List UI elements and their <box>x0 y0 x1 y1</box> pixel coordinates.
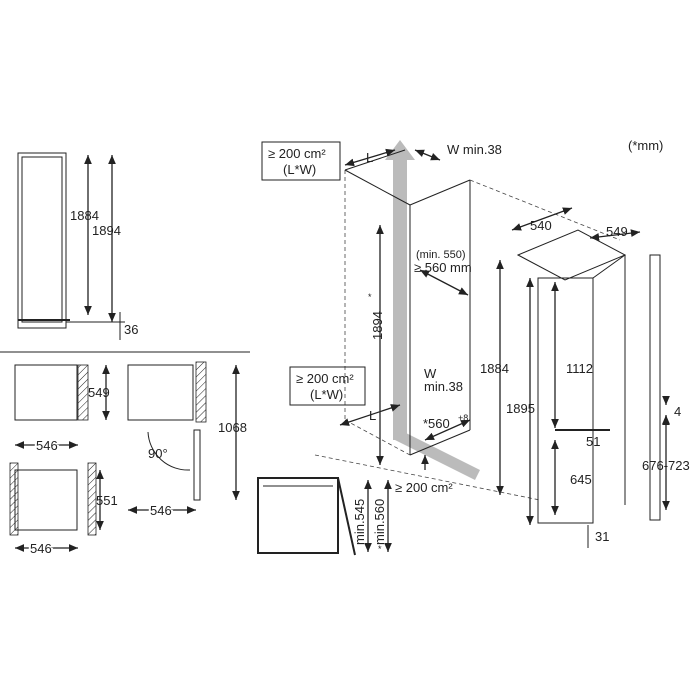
side-view: 1884 1894 36 <box>17 152 138 340</box>
appliance-height: 1884 <box>480 361 509 376</box>
niche-width-tol: +8 <box>458 413 468 423</box>
top-b-depth: 551 <box>96 493 118 508</box>
depth-min: (min. 550) <box>416 249 466 261</box>
vent-top-label: ≥ 200 cm² <box>268 146 326 161</box>
bottom-W-min: min.38 <box>424 379 463 394</box>
appliance-gap: 51 <box>586 434 600 449</box>
niche-height-star: * <box>368 292 372 302</box>
bottom-W: W <box>424 366 437 381</box>
side-base: 36 <box>124 322 138 337</box>
side-height-inner: 1884 <box>70 208 99 223</box>
top-b-width: 546 <box>30 541 52 556</box>
panel-gap: 4 <box>674 404 681 419</box>
door-detail: min.545 min.560 * <box>257 477 392 556</box>
side-height-outer: 1894 <box>92 223 121 238</box>
vent-top-lw: (L*W) <box>283 162 316 177</box>
appliance-bottom: 31 <box>595 529 609 544</box>
appliance-depth1: 540 <box>530 218 552 233</box>
top-view-b: 551 546 <box>9 462 118 558</box>
door-min1: min.545 <box>352 499 367 545</box>
bottom-L: L <box>369 408 376 423</box>
top-a-width: 546 <box>36 438 58 453</box>
top-L: L <box>366 150 373 165</box>
top-c-height: 1068 <box>218 420 247 435</box>
door-panel: 4 676-723 <box>642 254 690 521</box>
appliance-depth2: 549 <box>606 224 628 239</box>
depth: ≥ 560 mm <box>414 260 472 275</box>
top-view-c: 1068 90° 546 <box>127 361 247 520</box>
top-c-width: 546 <box>150 503 172 518</box>
vent-floor: ≥ 200 cm² <box>395 480 453 495</box>
units-note: (*mm) <box>628 138 663 153</box>
top-c-angle: 90° <box>148 446 168 461</box>
vent-bottom-lw: (L*W) <box>310 387 343 402</box>
appliance-upper: 1112 <box>566 361 593 376</box>
top-view-a: 549 546 <box>14 364 110 455</box>
door-star: * <box>378 544 382 554</box>
niche-drawing: ≥ 200 cm² (L*W) L W min.38 (min. 550) ≥ … <box>261 140 621 501</box>
appliance-drawing: 540 549 1895 1112 51 645 31 <box>506 207 641 548</box>
panel-height-range: 676-723 <box>642 458 690 473</box>
appliance-lower: 645 <box>570 472 592 487</box>
top-W: W min.38 <box>447 142 502 157</box>
top-a-depth: 549 <box>88 385 110 400</box>
door-min2: min.560 <box>372 499 387 545</box>
niche-height: 1894 <box>370 311 385 340</box>
vent-bottom-label: ≥ 200 cm² <box>296 371 354 386</box>
appliance-height: 1895 <box>506 401 535 416</box>
niche-width: *560 <box>423 416 450 431</box>
